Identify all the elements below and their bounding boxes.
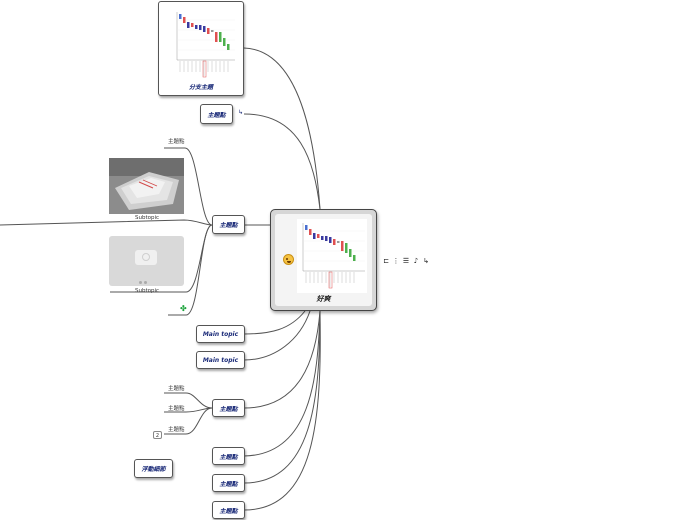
grinning-emoji-icon (283, 254, 294, 265)
subtopic-label[interactable]: Subtopic (135, 215, 159, 221)
notes-icon[interactable]: ☰ (402, 257, 410, 265)
floating-topic[interactable]: 浮動細節 (134, 459, 173, 478)
evernote-icon[interactable]: ✤ (180, 305, 188, 313)
task-icon[interactable]: ↳ (422, 257, 430, 265)
main-topic-8[interactable]: 主題點 (212, 501, 245, 519)
waterfall-chart-thumbnail (167, 6, 237, 82)
subtopic-label[interactable]: 主題點 (168, 137, 185, 145)
central-topic-label: 好爽 (271, 294, 376, 304)
subtopic-label[interactable]: Subtopic (135, 288, 159, 294)
main-topic-5[interactable]: 主題點 (212, 399, 245, 417)
list-icon[interactable]: ⋮ (392, 257, 400, 265)
subtopic-photo[interactable] (109, 158, 184, 214)
topic-label: 分支主題 (159, 82, 243, 91)
subtopic-label[interactable]: 主題點 (168, 425, 185, 433)
main-topic-2[interactable]: 主題點 (212, 215, 245, 234)
link-icon[interactable]: ↳ (238, 110, 244, 116)
topic-with-chart-thumbnail[interactable]: 分支主題 (158, 1, 244, 96)
collapsed-count-badge[interactable]: 2 (153, 431, 162, 439)
main-topic-1[interactable]: 主題點 (200, 104, 233, 124)
loading-dots-icon (139, 269, 149, 272)
main-topic-3[interactable]: Main topic (196, 325, 245, 343)
main-topic-6[interactable]: 主題點 (212, 447, 245, 465)
image-placeholder[interactable] (109, 236, 184, 286)
subtopic-label[interactable]: 主題點 (168, 404, 185, 412)
central-topic[interactable]: 好爽 (270, 209, 377, 311)
main-topic-4[interactable]: Main topic (196, 351, 245, 369)
central-topic-icon-bar: ⊏ ⋮ ☰ ♪ ↳ (382, 256, 430, 265)
waterfall-chart-image (297, 219, 367, 293)
subtopic-label[interactable]: 主題點 (168, 384, 185, 392)
link-icon[interactable]: ⊏ (382, 257, 390, 265)
audio-icon[interactable]: ♪ (412, 257, 420, 265)
camera-icon (135, 250, 157, 265)
box-photo-image (109, 158, 184, 214)
main-topic-7[interactable]: 主題點 (212, 474, 245, 492)
